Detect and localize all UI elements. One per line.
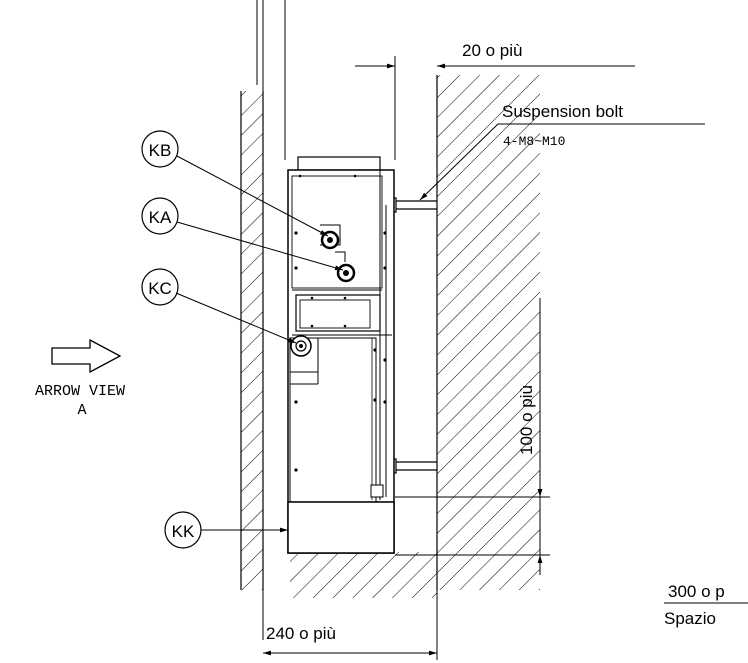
callout-ka: KA [141, 197, 344, 271]
suspension-bolt-title: Suspension bolt [502, 102, 623, 121]
vertical-clearance-label: 100 o più [517, 385, 536, 455]
callout-kk: KK [164, 511, 288, 549]
callout-kb: KB [141, 130, 329, 237]
arrow-view-line1: ARROW VIEW [35, 383, 125, 400]
right-partial-label: 300 o p [668, 582, 725, 601]
top-clearance-label: 20 o più [462, 41, 523, 60]
arrow-view-icon [51, 338, 122, 374]
callout-kc: KC [141, 268, 297, 344]
right-wall [436, 75, 540, 590]
callout-kc-label: KC [148, 279, 172, 298]
left-wall [240, 91, 264, 590]
bottom-width-dimension: 240 o più [263, 590, 438, 660]
suspension-bolt-spec: 4-M8~M10 [503, 134, 565, 149]
right-partial-sub-label: Spazio [664, 609, 716, 628]
bottom-floor [290, 552, 437, 598]
indoor-unit [287, 156, 395, 554]
vertical-clearance-dimension: 100 o più [395, 298, 550, 575]
right-partial-note: 300 o p Spazio [664, 582, 748, 628]
callout-kk-label: KK [172, 522, 195, 541]
callout-ka-label: KA [149, 208, 172, 227]
drain-box [287, 501, 395, 554]
top-clearance-dimension: 20 o più [355, 41, 635, 160]
callout-kb-label: KB [149, 141, 172, 160]
arrow-view-indicator: ARROW VIEW A [35, 338, 125, 419]
bottom-width-label: 240 o più [266, 624, 336, 643]
suspension-bolt-callout: Suspension bolt 4-M8~M10 [419, 102, 705, 201]
arrow-view-line2: A [77, 402, 86, 419]
